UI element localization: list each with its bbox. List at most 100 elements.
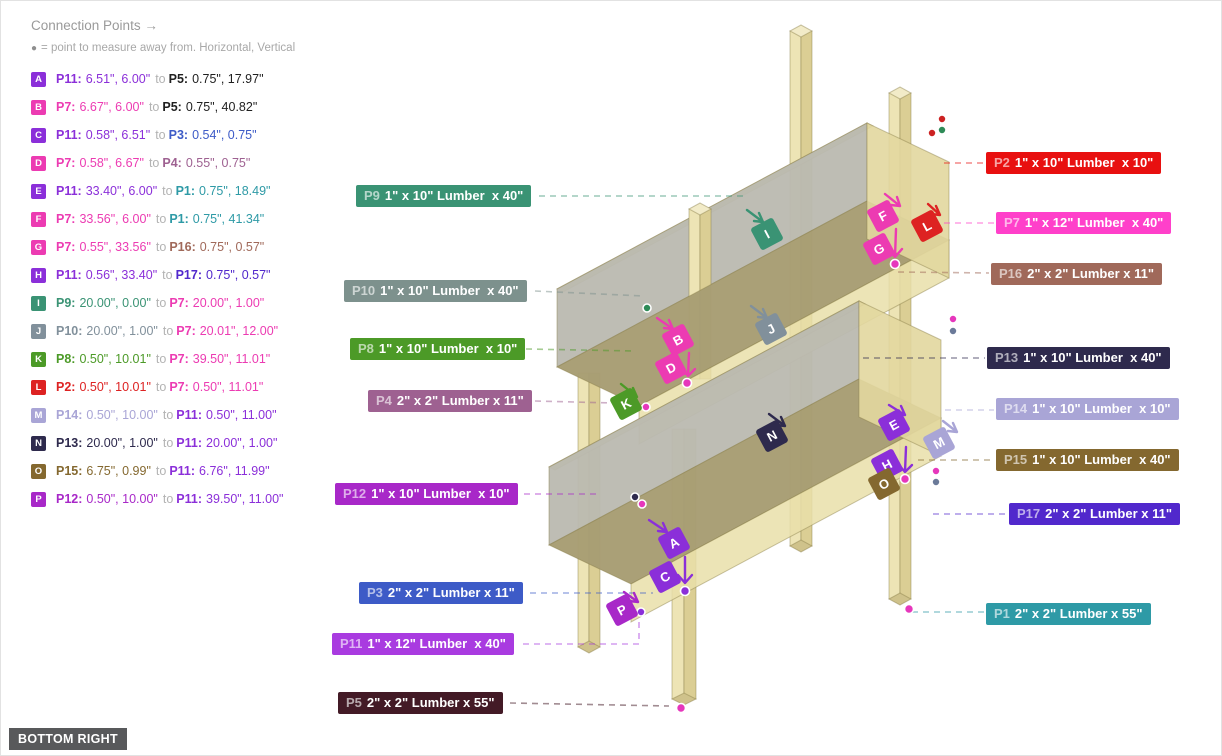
point-dot (937, 125, 947, 135)
to-word: to (155, 72, 166, 86)
connector-p16 (897, 271, 990, 274)
model-marker-o[interactable]: O (867, 467, 901, 501)
model-marker-e[interactable]: E (877, 408, 911, 442)
to-word: to (162, 184, 173, 198)
page-title: Connection Points → (31, 18, 158, 33)
model-marker-k[interactable]: K (609, 387, 643, 421)
to-word: to (162, 408, 174, 422)
connector-p5 (509, 702, 670, 707)
measure-origin-dot-icon: ● (31, 43, 38, 54)
from-point: P11: (56, 128, 82, 142)
from-point: P7: (56, 212, 76, 226)
part-desc: 1" x 12" Lumber x 40" (367, 636, 506, 651)
part-desc: 1" x 10" Lumber x 10" (1014, 155, 1154, 170)
arrow-m (941, 419, 959, 434)
to-word: to (155, 464, 167, 478)
model-marker-c[interactable]: C (648, 560, 682, 594)
from-values: 0.50", 10.00" (86, 492, 158, 506)
model-marker-g[interactable]: G (862, 232, 896, 266)
point-dot (642, 303, 652, 313)
part-id: P7 (1004, 215, 1020, 230)
view-orientation-badge: BOTTOM RIGHT (9, 728, 127, 750)
from-point: P13: (56, 436, 83, 450)
from-values: 20.00", 0.00" (79, 296, 151, 310)
to-values: 20.00", 1.00" (192, 296, 265, 310)
part-id: P9 (364, 188, 380, 203)
to-values: 0.75", 41.34" (192, 212, 265, 226)
connector-p10 (534, 290, 644, 297)
model-marker-f[interactable]: F (866, 199, 900, 233)
to-point: P7: (176, 324, 196, 338)
model-marker-d[interactable]: D (654, 351, 688, 385)
model-marker-a[interactable]: A (657, 526, 691, 560)
from-point: P11: (56, 184, 82, 198)
connector-p8 (525, 348, 636, 352)
part-desc: 2" x 2" Lumber x 11" (1027, 266, 1155, 281)
model-marker-l[interactable]: L (910, 209, 944, 243)
model-marker-b[interactable]: B (661, 323, 695, 357)
model-marker-j[interactable]: J (754, 312, 788, 346)
model-marker-i[interactable]: I (750, 217, 784, 251)
legend-note: ●= point to measure away from. Horizonta… (31, 42, 296, 54)
shelf-3d-model (547, 24, 951, 706)
to-word: to (155, 296, 167, 310)
point-dot (636, 607, 646, 617)
point-dot (937, 114, 947, 124)
to-point: P7: (169, 352, 189, 366)
point-dot (641, 402, 651, 412)
from-values: 0.50", 10.01" (79, 380, 151, 394)
legend-badge: B (31, 99, 46, 115)
to-values: 6.76", 11.99" (199, 464, 270, 478)
model-marker-p[interactable]: P (605, 593, 639, 627)
to-point: P5: (162, 100, 182, 114)
part-id: P3 (367, 585, 383, 600)
point-dot (679, 585, 691, 597)
to-point: P17: (175, 268, 202, 282)
legend-badge: K (31, 351, 46, 367)
to-point: P4: (162, 156, 182, 170)
to-values: 0.50", 11.00" (206, 408, 277, 422)
model-marker-m[interactable]: M (922, 426, 956, 460)
to-values: 0.75", 0.57" (199, 240, 265, 254)
point-dot (637, 499, 647, 509)
connector-p11 (523, 617, 640, 645)
point-dot (931, 477, 941, 487)
model-marker-n[interactable]: N (755, 419, 789, 453)
to-word: to (162, 492, 174, 506)
to-word: to (155, 380, 167, 394)
